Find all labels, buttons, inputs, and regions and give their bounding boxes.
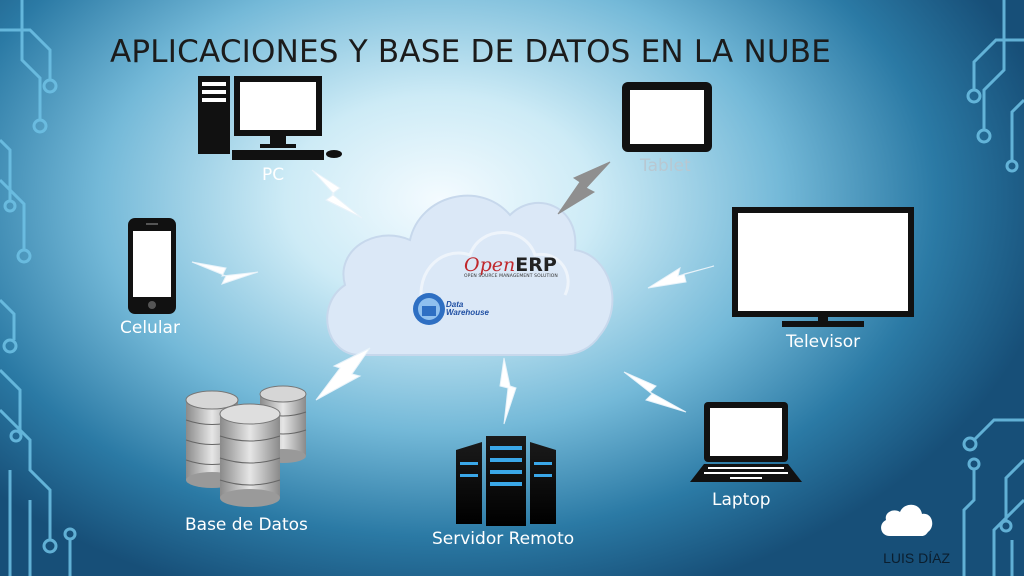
laptop-label: Laptop bbox=[712, 490, 771, 510]
tablet-icon bbox=[622, 82, 712, 152]
tablet-label: Tablet bbox=[640, 156, 691, 176]
lightning-base-datos-icon bbox=[315, 347, 371, 401]
servidor-icon bbox=[456, 436, 556, 526]
openerp-logo-open: Open bbox=[464, 254, 516, 276]
televisor-label: Televisor bbox=[786, 332, 861, 352]
author-cloud-icon bbox=[881, 504, 933, 536]
lightning-televisor-icon bbox=[647, 265, 715, 289]
data-warehouse-label: Data Warehouse bbox=[446, 301, 489, 317]
base-datos-icon bbox=[185, 385, 307, 507]
servidor-label: Servidor Remoto bbox=[432, 529, 575, 549]
openerp-logo-subtitle: OPEN SOURCE MANAGEMENT SOLUTION bbox=[464, 274, 558, 279]
cloud-icon bbox=[326, 194, 614, 356]
data-warehouse-line2: Warehouse bbox=[446, 308, 489, 317]
laptop-icon bbox=[690, 402, 802, 482]
lightning-celular-icon bbox=[191, 261, 259, 285]
author-label: LUIS DÍAZ bbox=[883, 550, 950, 566]
circuit-decoration-right bbox=[962, 0, 1024, 576]
pc-label: PC bbox=[262, 165, 285, 185]
lightning-tablet-icon bbox=[557, 161, 611, 215]
celular-icon bbox=[128, 218, 176, 314]
televisor-icon bbox=[732, 207, 914, 327]
data-warehouse-icon bbox=[413, 293, 445, 325]
lightning-laptop-icon bbox=[623, 371, 687, 413]
openerp-logo-erp: ERP bbox=[515, 254, 557, 276]
page-title: APLICACIONES Y BASE DE DATOS EN LA NUBE bbox=[110, 34, 832, 70]
lightning-pc-icon bbox=[311, 169, 363, 219]
circuit-decoration-left bbox=[0, 0, 77, 576]
data-warehouse-line1: Data bbox=[446, 300, 464, 309]
base-datos-label: Base de Datos bbox=[185, 515, 308, 535]
lightning-servidor-icon bbox=[499, 357, 517, 425]
celular-label: Celular bbox=[120, 318, 180, 338]
pc-icon bbox=[198, 76, 342, 160]
openerp-logo: OpenERP OPEN SOURCE MANAGEMENT SOLUTION bbox=[464, 254, 558, 279]
